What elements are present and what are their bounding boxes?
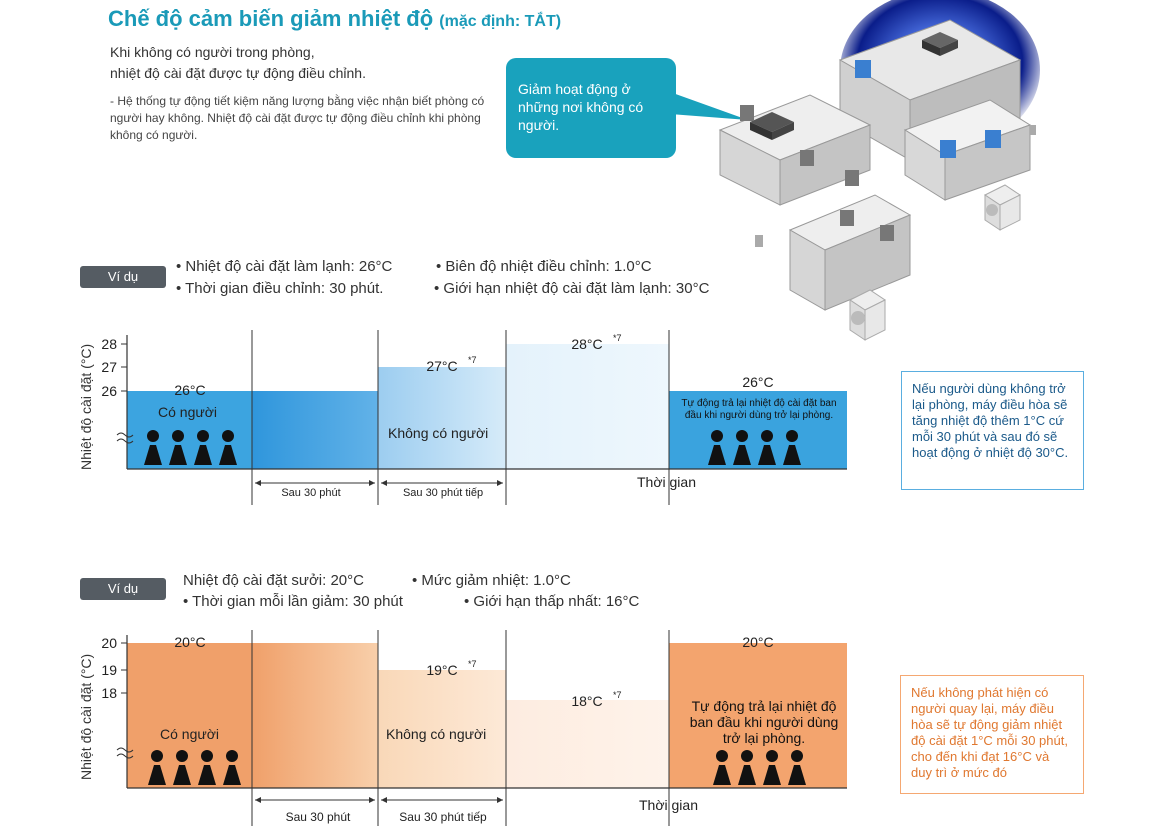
y-tick-label: 18 [101, 685, 117, 701]
y-tick-label: 26 [101, 383, 117, 399]
page-title: Chế độ cảm biến giảm nhiệt độ (mặc định:… [108, 6, 561, 32]
cooling-segment-5 [669, 391, 847, 469]
heating-y-axis-label: Nhiệt độ cài đặt (°C) [78, 653, 94, 780]
office-illustration-icon [718, 0, 1040, 341]
heating-param-3: • Thời gian mỗi lần giảm: 30 phút [183, 593, 403, 610]
cooling-auto-return-label: Tự động trả lại nhiệt độ cài đặt ban đầu… [681, 398, 837, 421]
person-icon [144, 430, 801, 465]
cooling-segment-4 [506, 344, 669, 469]
intro-text: Khi không có người trong phòng, nhiệt độ… [110, 42, 366, 84]
heating-param-4: • Giới hạn thấp nhất: 16°C [464, 593, 640, 610]
y-tick-label: 28 [101, 336, 117, 352]
note-text: - Hệ thống tự động tiết kiệm năng lượng … [110, 94, 485, 142]
intro-line-2: nhiệt độ cài đặt được tự động điều chỉnh… [110, 65, 366, 81]
title-suffix: (mặc định: TẮT) [439, 13, 562, 30]
example-tag-cooling: Ví dụ [80, 266, 166, 288]
cooling-param-4: • Giới hạn nhiệt độ cài đặt làm lạnh: 30… [434, 280, 710, 297]
cooling-interval-1: Sau 30 phút [281, 487, 341, 499]
heating-interval-2: Sau 30 phút tiếp [399, 810, 487, 824]
segment-temp-label: 18°C [571, 693, 602, 709]
heating-auto-return-label: Tự động trả lại nhiệt độ ban đầu khi ngư… [689, 698, 839, 746]
cooling-segment-3 [378, 367, 506, 469]
footnote-mark: *7 [613, 690, 622, 700]
heating-segment-5 [669, 643, 847, 788]
segment-temp-label: 27°C [426, 358, 457, 374]
cooling-chart: 26 27 28 26°C 27°C *7 28°C *7 26°C [101, 330, 847, 505]
segment-temp-label: 19°C [426, 662, 457, 678]
heating-param-1: Nhiệt độ cài đặt sưởi: 20°C [183, 572, 364, 589]
heating-segment-2 [252, 643, 378, 788]
cooling-occupied-label: Có người [158, 404, 218, 420]
cooling-param-3: • Thời gian điều chỉnh: 30 phút. [176, 280, 384, 297]
cooling-param-2: • Biên độ nhiệt điều chỉnh: 1.0°C [436, 258, 652, 275]
person-icon [148, 750, 806, 785]
heating-segment-4 [506, 700, 669, 788]
heating-vacant-label: Không có người [386, 726, 487, 742]
heating-param-2: • Mức giảm nhiệt: 1.0°C [412, 572, 571, 589]
cooling-segment-2 [252, 391, 378, 469]
cooling-x-axis-label: Thời gian [637, 474, 696, 490]
outdoor-unit-icon [849, 184, 1021, 341]
segment-temp-label: 28°C [571, 336, 602, 352]
segment-temp-label: 26°C [174, 382, 205, 398]
cooling-interval-2: Sau 30 phút tiếp [402, 487, 484, 499]
segment-temp-label: 20°C [174, 634, 205, 650]
title-text: Chế độ cảm biến giảm nhiệt độ [108, 6, 434, 31]
y-tick-label: 19 [101, 662, 117, 678]
y-tick-label: 20 [101, 635, 117, 651]
heating-segment-1 [127, 643, 252, 788]
intro-line-1: Khi không có người trong phòng, [110, 44, 315, 60]
cooling-vacant-label: Không có người [388, 425, 489, 441]
footnote-mark: *7 [613, 333, 622, 343]
heating-occupied-label: Có người [160, 726, 220, 742]
heating-chart: 18 19 20 20°C 19°C *7 18°C *7 20°C [101, 630, 847, 826]
footnote-mark: *7 [468, 659, 477, 669]
segment-temp-label: 20°C [742, 634, 773, 650]
cooling-info-box: Nếu người dùng không trở lại phòng, máy … [901, 371, 1084, 490]
cooling-param-1: • Nhiệt độ cài đặt làm lạnh: 26°C [176, 258, 393, 275]
heating-interval-1: Sau 30 phút [285, 810, 351, 824]
example-tag-heating: Ví dụ [80, 578, 166, 600]
heating-x-axis-label: Thời gian [639, 797, 698, 813]
footnote-mark: *7 [468, 355, 477, 365]
cooling-y-axis-label: Nhiệt độ cài đặt (°C) [78, 343, 94, 470]
segment-temp-label: 26°C [742, 374, 773, 390]
heating-segment-3 [378, 670, 506, 788]
heating-info-box: Nếu không phát hiện có người quay lại, m… [900, 675, 1084, 794]
y-tick-label: 27 [101, 359, 117, 375]
callout-pointer [670, 92, 748, 120]
callout-box: Giảm hoạt động ở những nơi không có ngườ… [506, 58, 676, 158]
